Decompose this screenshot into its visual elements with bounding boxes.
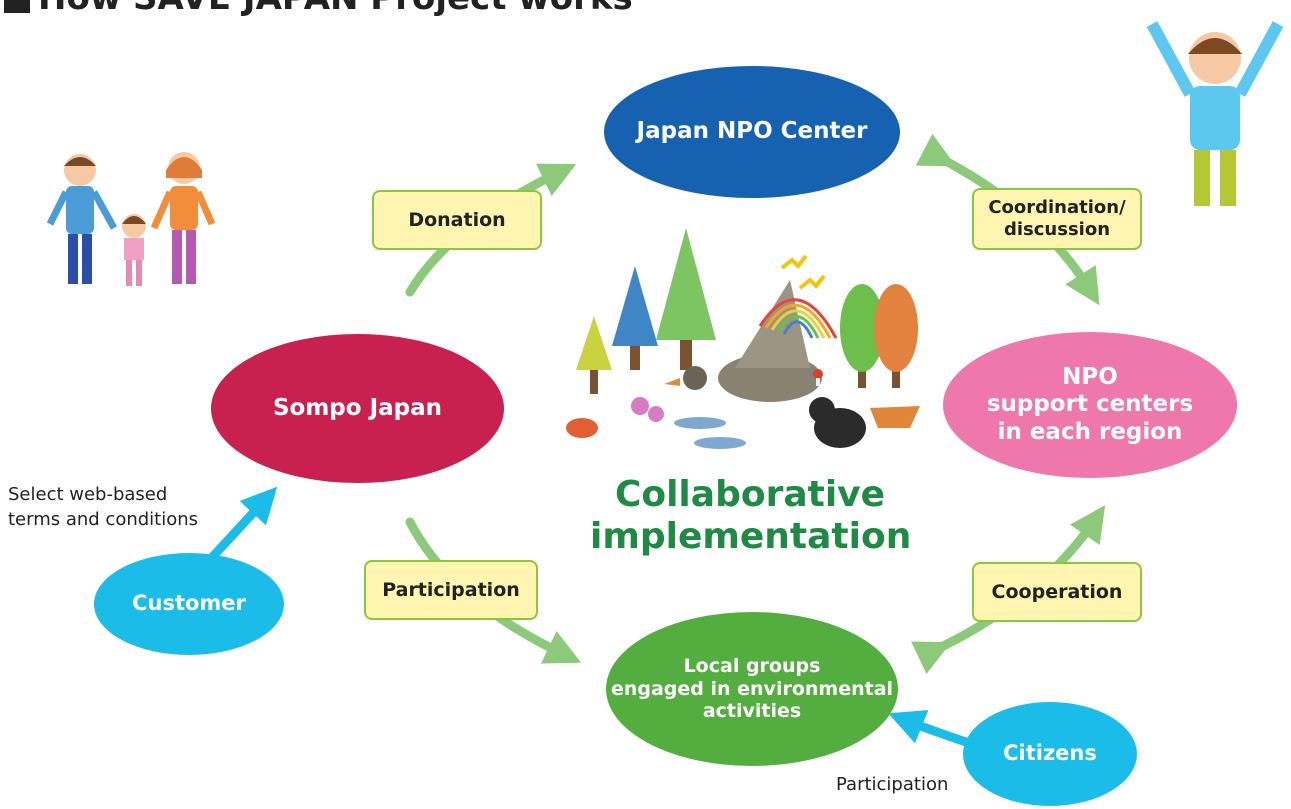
customer-node: Customer (94, 553, 284, 655)
participation-label: Participation (364, 560, 538, 620)
sompo-japan-node: Sompo Japan (211, 334, 504, 483)
nature-illustration (566, 228, 920, 449)
japan-npo-center-node: Japan NPO Center (604, 66, 900, 198)
citizen-participation-note: Participation (836, 774, 949, 795)
npo-support-centers-node: NPO support centers in each region (943, 332, 1237, 478)
coordination-label: Coordination/ discussion (972, 188, 1142, 250)
page-heading: How SAVE JAPAN Project works (4, 0, 633, 18)
family-illustration (46, 152, 216, 286)
waving-person-illustration (1146, 21, 1284, 206)
local-groups-node: Local groups engaged in environmental ac… (606, 612, 898, 766)
collaborative-implementation-title: Collaborative implementation (590, 474, 912, 558)
cooperation-label: Cooperation (972, 562, 1142, 622)
heading-square-icon (4, 0, 30, 13)
donation-label: Donation (372, 190, 542, 250)
citizens-node: Citizens (963, 702, 1137, 806)
web-terms-note: Select web-based terms and conditions (8, 484, 199, 531)
